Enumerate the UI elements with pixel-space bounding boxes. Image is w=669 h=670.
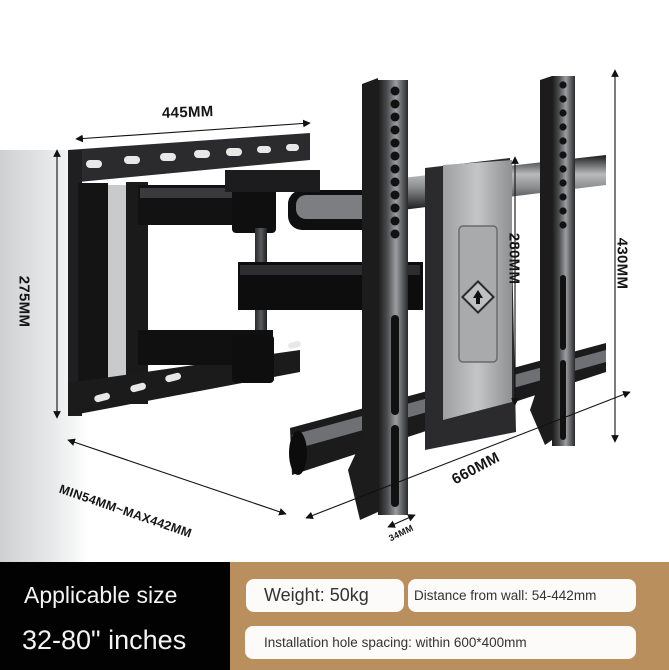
distance-from-wall-spec: Distance from wall: 54-442mm (408, 579, 636, 612)
applicable-size-panel: Applicable size 32-80" inches (0, 562, 230, 670)
wall-plate-height-label: 275MM (15, 275, 33, 328)
hole-spacing-spec: Installation hole spacing: within 600*40… (245, 626, 636, 659)
applicable-size-range: 32-80" inches (22, 625, 187, 655)
applicable-size-title: Applicable size (24, 582, 178, 608)
tv-bracket-height-label: 430MM (613, 237, 631, 290)
spec-panel: Weight: 50kg Distance from wall: 54-442m… (230, 562, 669, 670)
center-tilt-plate (425, 158, 516, 450)
right-vertical-bracket (530, 76, 575, 446)
tv-mount-illustration (53, 69, 631, 528)
wall-plate-width-label: 445MM (161, 103, 214, 122)
dimension-lines (53, 69, 631, 528)
info-bar: Applicable size 32-80" inches Weight: 50… (0, 562, 669, 670)
tv-plate-height-label: 280MM (505, 232, 523, 285)
product-illustration-area: 445MM 275MM 280MM 430MM 660MM MIN54MM~MA… (0, 69, 631, 562)
weight-spec: Weight: 50kg (246, 579, 404, 612)
